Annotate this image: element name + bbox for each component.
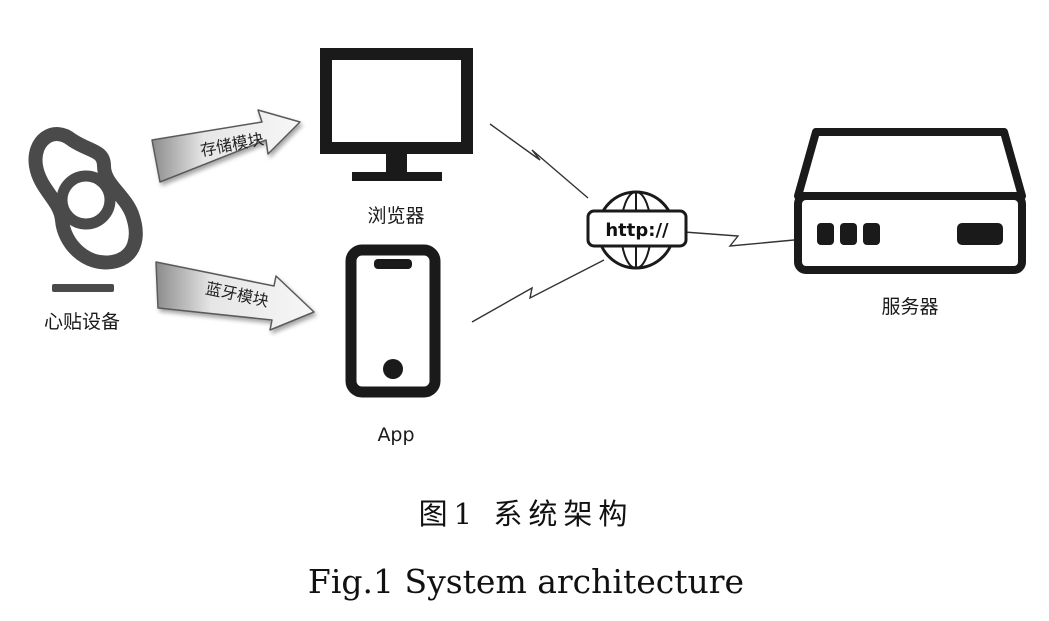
bluetooth-module-arrow bbox=[155, 261, 315, 331]
heart-patch-label: 心贴设备 bbox=[44, 311, 120, 333]
browser-to-network-link bbox=[489, 123, 589, 199]
network-to-server-link bbox=[683, 231, 795, 247]
globe-icon bbox=[586, 190, 688, 270]
caption-english: Fig.1 System architecture bbox=[308, 562, 744, 601]
smartphone-icon bbox=[345, 244, 441, 398]
device-base-bar bbox=[52, 284, 114, 292]
storage-module-arrow bbox=[151, 109, 301, 183]
app-to-network-link bbox=[471, 259, 605, 323]
monitor-icon bbox=[320, 48, 473, 181]
app-label: App bbox=[377, 424, 414, 446]
server-box-icon bbox=[794, 128, 1026, 274]
server-label: 服务器 bbox=[881, 296, 938, 318]
browser-label: 浏览器 bbox=[367, 205, 424, 227]
http-label: http:// bbox=[605, 220, 669, 241]
heart-patch-device-icon bbox=[28, 127, 143, 292]
caption-chinese: 图1 系统架构 bbox=[419, 497, 634, 531]
